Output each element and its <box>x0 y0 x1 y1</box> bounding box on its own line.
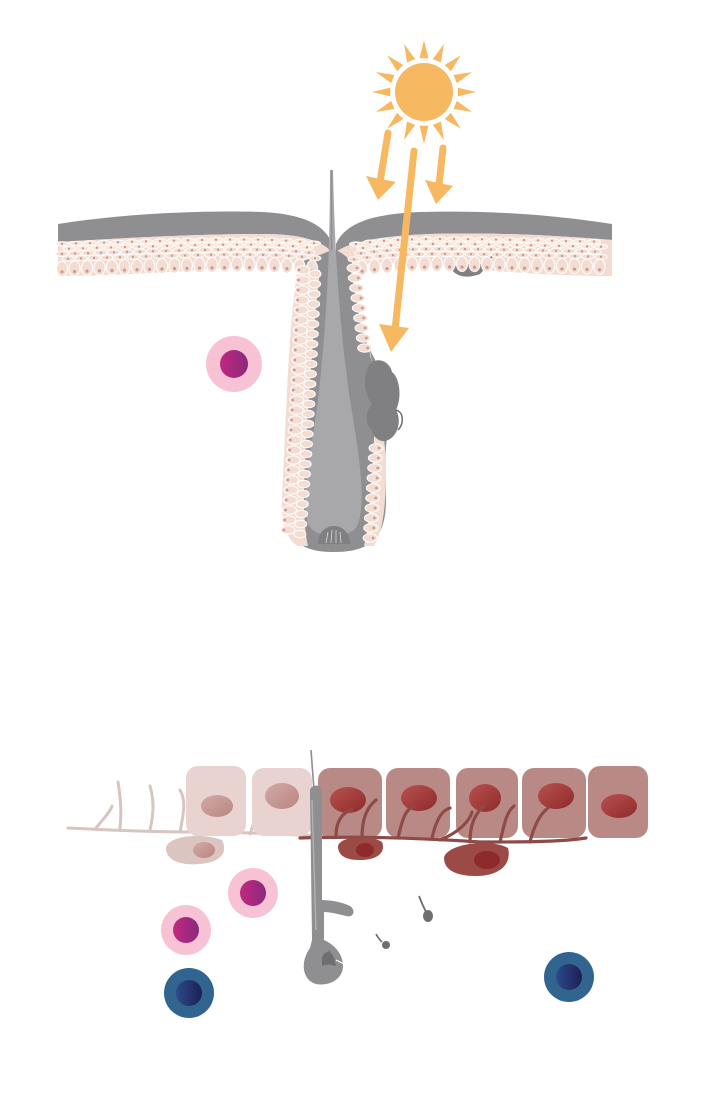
uv-ray-arrow-icon <box>379 147 418 352</box>
melanocyte-cluster <box>364 360 400 442</box>
keratinocyte-dark-2 <box>386 768 450 838</box>
keratinocyte-dark-5 <box>588 766 648 838</box>
sun-disc <box>395 63 453 121</box>
pink-immune-cell-icon <box>206 336 262 392</box>
sun-ray <box>375 100 395 112</box>
sun-ray <box>404 121 416 141</box>
melanocyte-dark-2 <box>444 843 509 876</box>
epidermis-left <box>58 211 332 252</box>
sun-ray <box>375 72 395 84</box>
melanocyte-dark-1 <box>338 837 384 860</box>
hair-follicle-icon <box>303 749 354 985</box>
papilla-texture <box>325 529 342 544</box>
uv-rays <box>366 129 453 352</box>
hair-shaft <box>305 170 362 536</box>
sun-ray <box>419 40 429 59</box>
keratinocyte-light-2 <box>252 768 312 836</box>
sun-ray <box>444 55 461 72</box>
sun-ray <box>444 112 461 129</box>
melanocyte-light <box>166 835 225 865</box>
bottom-skin-section <box>66 749 648 1018</box>
sun-icon <box>372 40 476 144</box>
epidermal-cells <box>55 236 608 277</box>
sun-ray <box>432 121 444 141</box>
melanosome-1 <box>418 895 433 922</box>
melanosome-2 <box>375 933 390 949</box>
uv-ray-arrow-icon <box>425 144 453 204</box>
keratinocyte-light-1 <box>186 766 246 836</box>
dendrite-network-dark <box>298 798 588 844</box>
pink-immune-cell-icon <box>161 905 211 955</box>
follicle-cells <box>280 263 384 543</box>
dermal-papilla <box>318 526 350 544</box>
sun-ray <box>453 72 473 84</box>
sun-ray <box>387 55 404 72</box>
sun-ray <box>372 87 391 97</box>
top-skin-section <box>55 170 612 552</box>
keratinocyte-dark-4 <box>522 768 586 838</box>
sun-ray <box>419 125 429 144</box>
sun-ray <box>432 43 444 63</box>
sun-ray <box>404 43 416 63</box>
pink-immune-cell-icon <box>228 868 278 918</box>
blue-immune-cell-icon <box>544 952 594 1002</box>
blue-immune-cell-icon <box>164 968 214 1018</box>
uv-ray-arrow-icon <box>366 129 396 200</box>
keratinocyte-dark-1 <box>318 768 382 838</box>
sun-ray <box>387 112 404 129</box>
melanocyte-dendrite <box>395 409 403 431</box>
keratinocyte-dark-3 <box>456 768 518 838</box>
sun-ray <box>457 87 476 97</box>
sun-ray <box>453 100 473 112</box>
